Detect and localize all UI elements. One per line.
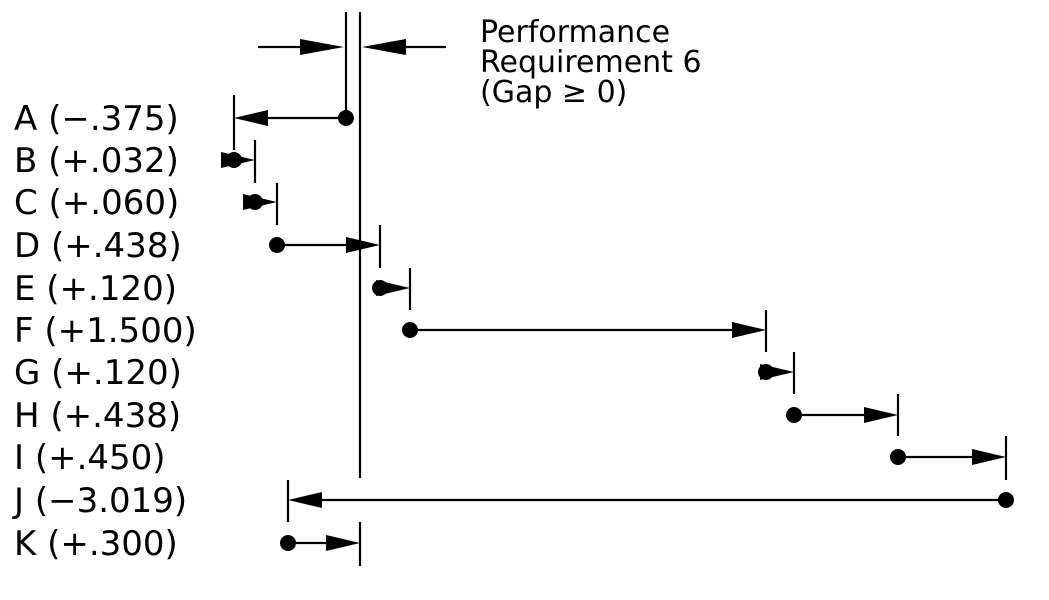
stack-label-e: E (+.120) <box>14 269 177 309</box>
gap-arrow-right-head <box>362 39 406 55</box>
title-line-3: (Gap ≥ 0) <box>480 75 627 110</box>
stack-label-d: D (+.438) <box>14 226 182 266</box>
stack-label-c: C (+.060) <box>14 183 179 223</box>
stack-dot-f <box>402 322 418 338</box>
stack-label-g: G (+.120) <box>14 353 182 393</box>
stack-arrow-head-d <box>346 237 380 253</box>
stack-label-h: H (+.438) <box>14 396 181 436</box>
gap-arrow-left-head <box>300 39 344 55</box>
stack-dot-h <box>786 407 802 423</box>
stack-dot-e <box>372 280 388 296</box>
stack-labels: A (−.375)B (+.032)C (+.060)D (+.438)E (+… <box>12 99 197 564</box>
stack-label-b: B (+.032) <box>14 141 179 181</box>
stack-dot-k <box>280 535 296 551</box>
stack-rows <box>221 95 1014 566</box>
stack-arrow-head-f <box>732 322 766 338</box>
stack-arrow-head-i <box>972 449 1006 465</box>
stack-label-a: A (−.375) <box>14 99 179 139</box>
title-line-2: Requirement 6 <box>480 45 702 80</box>
stack-label-k: K (+.300) <box>14 524 178 564</box>
stack-arrow-head-k <box>326 535 360 551</box>
title-line-1: Performance <box>480 15 670 50</box>
stack-arrow-head-j <box>288 492 322 508</box>
stack-arrow-head-h <box>864 407 898 423</box>
stack-dot-j <box>998 492 1014 508</box>
stack-label-f: F (+1.500) <box>14 311 197 351</box>
stack-dot-c <box>247 194 263 210</box>
stack-dot-d <box>269 237 285 253</box>
stack-dot-a <box>338 110 354 126</box>
stack-label-i: I (+.450) <box>14 438 166 478</box>
stack-dot-b <box>226 152 242 168</box>
stack-arrow-head-a <box>234 110 268 126</box>
stack-dot-g <box>758 364 774 380</box>
stack-label-j: J (−3.019) <box>12 481 187 521</box>
stack-dot-i <box>890 449 906 465</box>
